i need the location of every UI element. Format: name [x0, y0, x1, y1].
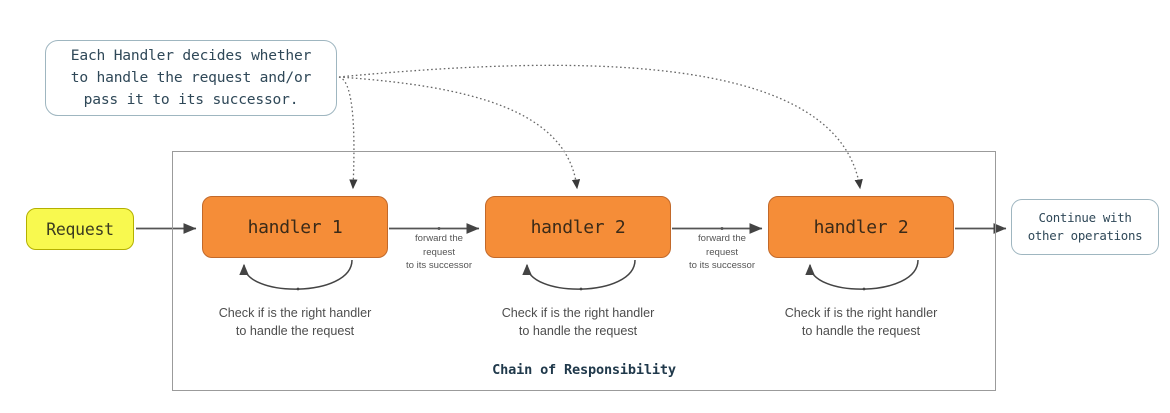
forward-label-1: forward the request to its successor — [405, 233, 473, 271]
check-caption-2: Check if is the right handler to handle … — [501, 306, 655, 338]
chain-container-frame — [172, 151, 996, 391]
handler-node-3-label: handler 2 — [813, 216, 909, 238]
request-node[interactable]: Request — [26, 208, 134, 250]
continue-node[interactable]: Continue with other operations — [1011, 199, 1159, 255]
chain-container-title: Chain of Responsibility — [492, 362, 676, 378]
handler-node-3[interactable]: handler 2 — [768, 196, 954, 258]
handler-node-1[interactable]: handler 1 — [202, 196, 388, 258]
forward-label-2: forward the request to its successor — [688, 233, 756, 271]
check-caption-3: Check if is the right handler to handle … — [784, 306, 938, 338]
handler-node-1-label: handler 1 — [247, 216, 343, 238]
explanation-callout: Each Handler decides whether to handle t… — [45, 40, 337, 116]
handler-node-2-label: handler 2 — [530, 216, 626, 238]
explanation-callout-text: Each Handler decides whether to handle t… — [70, 47, 312, 108]
continue-node-label: Continue with other operations — [1027, 210, 1143, 243]
handler-node-2[interactable]: handler 2 — [485, 196, 671, 258]
check-caption-1: Check if is the right handler to handle … — [218, 306, 372, 338]
request-node-label: Request — [46, 219, 114, 239]
